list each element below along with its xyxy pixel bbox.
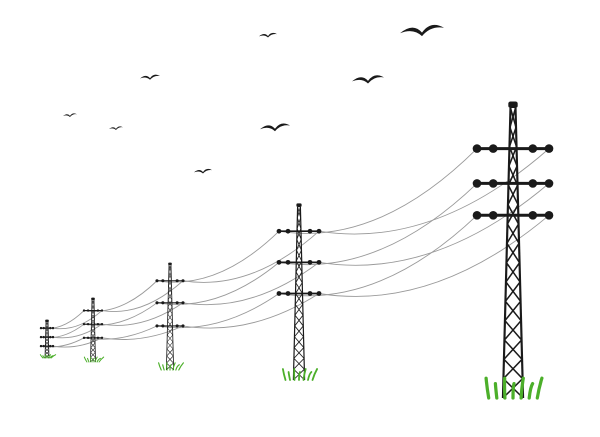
power-wire [278,148,478,234]
power-wire [52,337,103,348]
grass-tuft-icon [282,368,318,381]
power-pylon-icon [155,262,185,371]
power-wire [318,183,550,266]
power-pylon-icon [82,297,105,363]
power-wire [52,323,103,339]
grass-tuft-icon [484,376,544,400]
bird-icon [400,24,444,37]
bird-icon [63,113,77,117]
power-wire [156,293,280,329]
power-wire [83,302,158,326]
power-wire [156,262,280,305]
power-pylon-icon [472,101,554,400]
power-wire [156,230,280,283]
power-wire [278,183,478,266]
power-wire [101,302,184,326]
power-pylon-icon [276,203,322,381]
power-wire [101,280,184,312]
bird-icon [259,32,277,38]
bird-icon [260,123,290,132]
power-wire [83,280,158,312]
bird-icon [109,126,123,130]
bird-icon [140,74,160,80]
power-wire [182,230,320,283]
birds-flock [63,24,444,174]
grass-tuft-icon [39,354,57,359]
grass-tuft-icon [83,356,105,363]
bird-icon [194,168,212,174]
power-wire [182,262,320,306]
grass-tuft-icon [158,362,184,371]
power-towers [39,101,554,400]
power-wires [40,148,550,348]
power-wire [278,214,478,297]
power-wire [52,310,103,330]
power-wire [101,325,184,340]
bird-icon [352,75,384,84]
power-pylon-icon [39,319,57,359]
